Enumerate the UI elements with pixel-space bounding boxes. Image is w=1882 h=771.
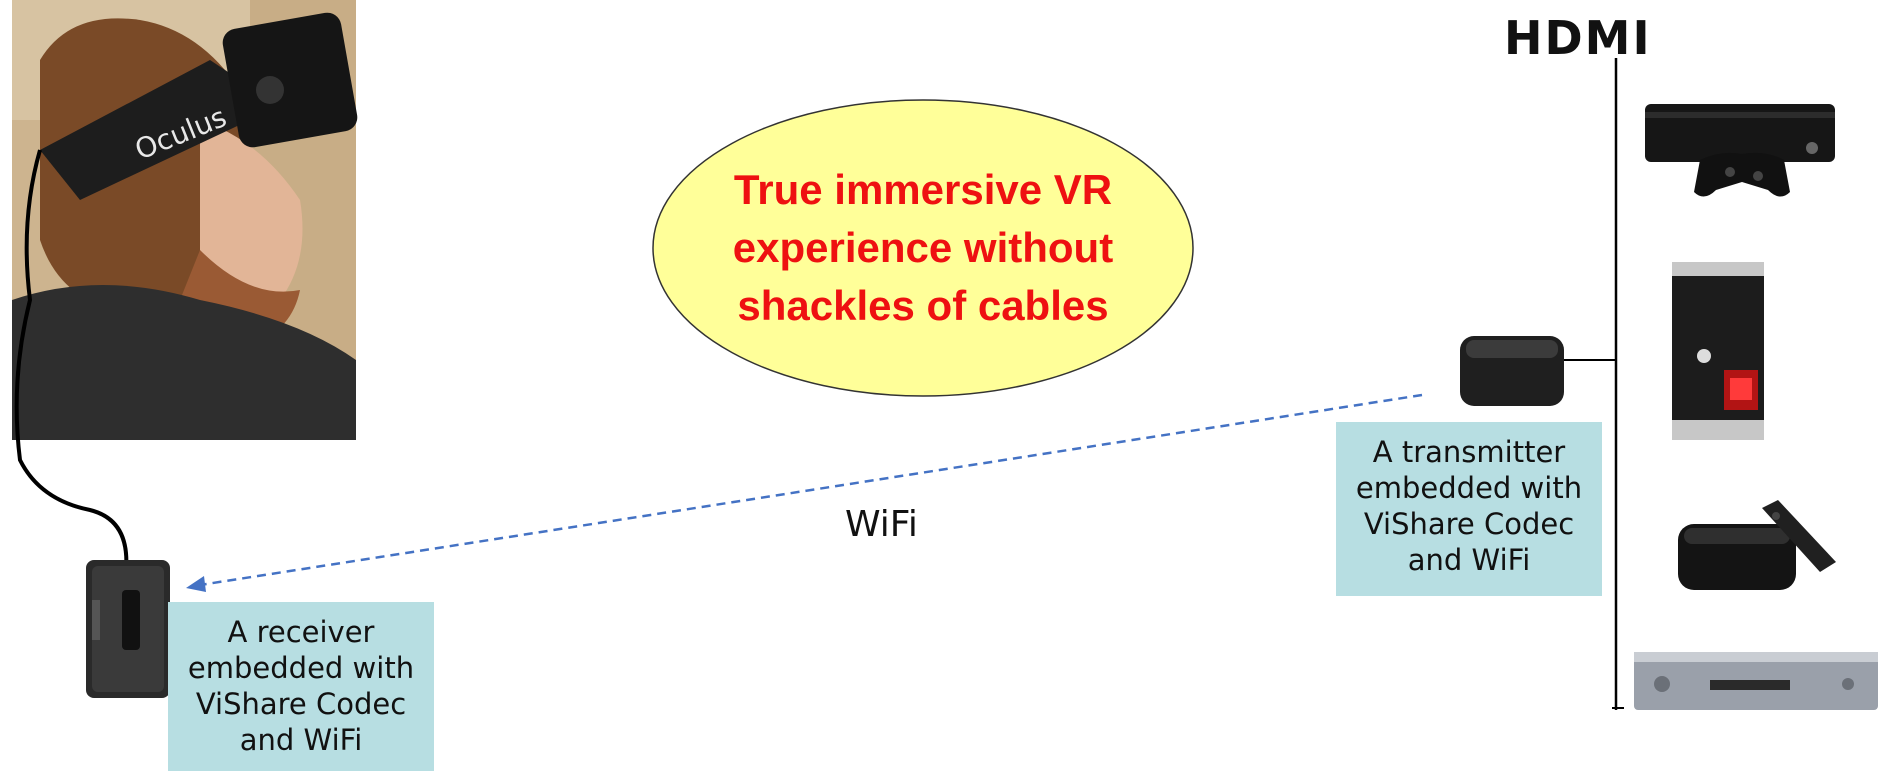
wifi-label: WiFi xyxy=(845,504,918,545)
receiver-device xyxy=(86,560,170,698)
transmitter-caption: A transmitter embedded with ViShare Code… xyxy=(1336,422,1602,596)
game-console-image xyxy=(1645,104,1835,197)
desktop-pc-image xyxy=(1672,262,1764,440)
receiver-caption: A receiver embedded with ViShare Codec a… xyxy=(168,602,434,771)
transmitter-device xyxy=(1460,336,1616,406)
transmitter-caption-line-1: A transmitter xyxy=(1372,435,1566,469)
callout-bubble: True immersive VR experience without sha… xyxy=(652,99,1194,397)
vr-headset-photo: Oculus xyxy=(12,0,358,571)
receiver-caption-line-4: and WiFi xyxy=(239,723,363,757)
callout-line-3: shackles of cables xyxy=(737,282,1108,329)
wifi-link: WiFi xyxy=(186,393,1423,592)
transmitter-caption-line-2: embedded with xyxy=(1355,471,1583,505)
transmitter-caption-line-3: ViShare Codec xyxy=(1363,507,1575,541)
hdmi-bus: HDMI xyxy=(1504,11,1652,710)
dvd-player-image xyxy=(1634,652,1878,710)
callout-line-2: experience without xyxy=(733,224,1113,271)
receiver-caption-line-2: embedded with xyxy=(187,651,415,685)
transmitter-caption-line-4: and WiFi xyxy=(1407,543,1531,577)
receiver-caption-line-1: A receiver xyxy=(227,615,375,649)
wifi-arrow-head xyxy=(186,576,206,592)
hdmi-logo: HDMI xyxy=(1504,11,1652,65)
streaming-box-image xyxy=(1678,500,1836,590)
callout-line-1: True immersive VR xyxy=(734,166,1112,213)
receiver-caption-line-3: ViShare Codec xyxy=(195,687,407,721)
